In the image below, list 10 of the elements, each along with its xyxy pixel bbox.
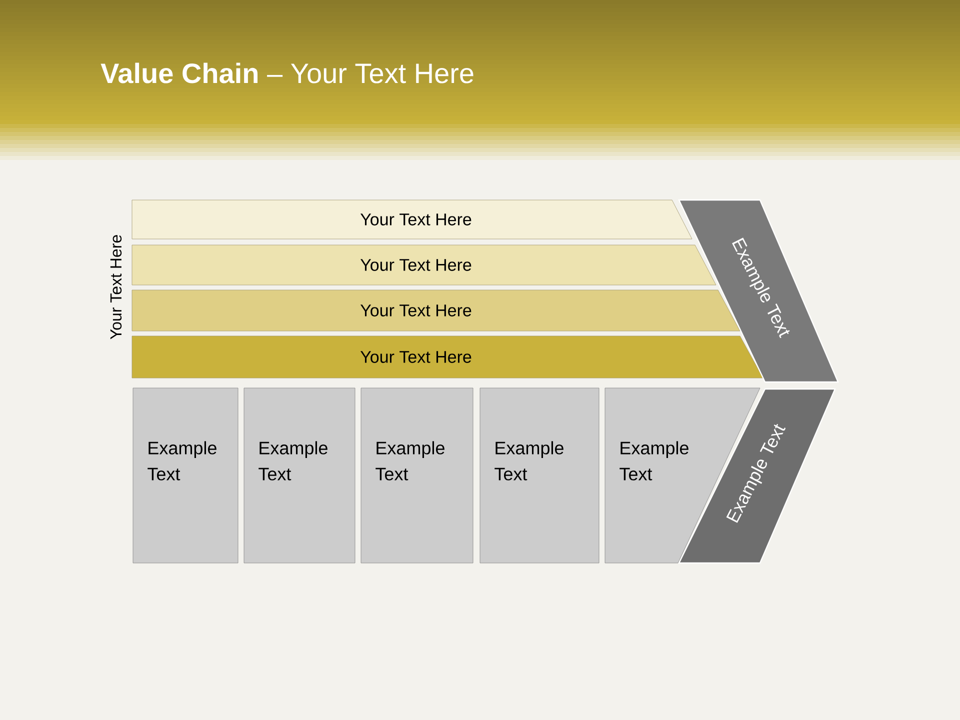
activity-column: Example Text <box>132 388 238 564</box>
band: Your Text Here <box>132 336 764 378</box>
title: Value Chain – Your Text Here <box>100 62 474 84</box>
activity-column: Example Text <box>244 388 356 564</box>
band: Your Text Here <box>132 244 716 286</box>
band: Your Text Here <box>132 200 692 240</box>
side-label: Your Text Here <box>110 235 122 340</box>
activity-column: Example Text <box>360 388 474 564</box>
band: Your Text Here <box>132 290 740 332</box>
activity-column: Example Text <box>480 388 600 564</box>
